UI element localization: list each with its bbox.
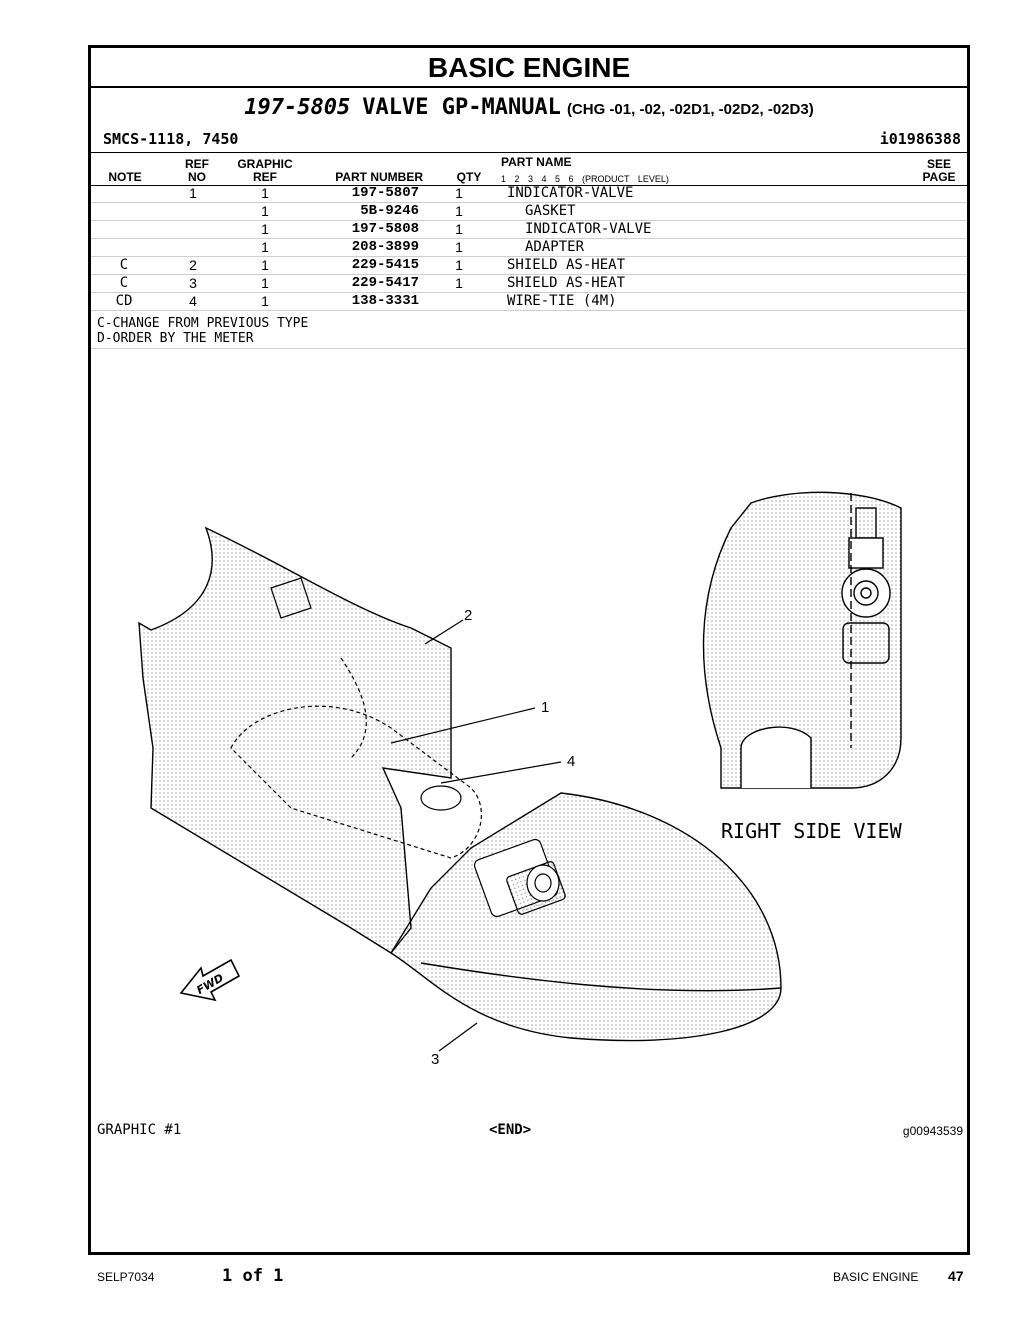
graphic-ref-cell: 1 <box>229 220 301 239</box>
qty-cell: 1 <box>419 202 499 221</box>
notes-block: C-CHANGE FROM PREVIOUS TYPE D-ORDER BY T… <box>97 316 308 346</box>
heat-shield-lower <box>390 792 782 1042</box>
note-line: C-CHANGE FROM PREVIOUS TYPE <box>97 316 309 331</box>
qty-cell: 1 <box>419 185 499 203</box>
ref-cell: 1 <box>157 185 229 203</box>
part-name-cell: INDICATOR-VALVE <box>499 220 967 239</box>
col-ref-bottom: NO <box>188 170 206 184</box>
valve-body <box>230 577 566 918</box>
part-name-cell: WIRE-TIE (4M) <box>499 292 967 311</box>
qty-cell <box>419 292 499 311</box>
group-change-list: (CHG -01, -02, -02D1, -02D2, -02D3) <box>566 101 814 118</box>
part-number-cell: 197-5807 <box>301 185 419 203</box>
part-number-cell: 5B-9246 <box>301 202 419 221</box>
part-number-cell: 229-5415 <box>301 256 419 275</box>
qty-cell: 1 <box>419 256 499 275</box>
part-number-cell: 229-5417 <box>301 274 419 293</box>
qty-cell: 1 <box>419 220 499 239</box>
col-note: NOTE <box>108 170 142 184</box>
note-cell: C <box>91 274 157 293</box>
callout-2: 2 <box>464 607 472 624</box>
leader-lines <box>390 619 562 1052</box>
part-name-cell: GASKET <box>499 202 967 221</box>
ref-cell <box>157 220 229 239</box>
part-name-cell: SHIELD AS-HEAT <box>499 256 967 275</box>
fwd-arrow: FWD <box>179 958 241 1002</box>
note-cell: C <box>91 256 157 275</box>
col-ref-top: REF <box>185 157 209 171</box>
col-part-number: PART NUMBER <box>335 170 423 184</box>
note-cell: CD <box>91 292 157 311</box>
col-product-level: 1 2 3 4 5 6 (PRODUCT LEVEL) <box>501 174 669 184</box>
part-number-cell: 197-5808 <box>301 220 419 239</box>
part-name-cell: ADAPTER <box>499 238 967 257</box>
part-name-cell: SHIELD AS-HEAT <box>499 274 967 293</box>
graphic-ref-cell: 1 <box>229 274 301 293</box>
group-part-number: 197-5805 <box>244 95 351 120</box>
qty-cell: 1 <box>419 238 499 257</box>
col-graphic-bottom: REF <box>253 170 277 184</box>
footer-section: BASIC ENGINE <box>833 1270 919 1284</box>
graphic-ref-cell: 1 <box>229 202 301 221</box>
note-line: D-ORDER BY THE METER <box>97 331 254 346</box>
notes-divider <box>91 348 967 349</box>
col-graphic-top: GRAPHIC <box>237 157 293 171</box>
ref-cell: 3 <box>157 274 229 293</box>
col-see-top: SEE <box>926 157 951 171</box>
col-part-name: PART NAME <box>501 155 572 169</box>
footer-doc-number: SELP7034 <box>97 1270 155 1284</box>
group-title: 197-5805 VALVE GP-MANUAL (CHG -01, -02, -0… <box>91 88 967 128</box>
graphic-ref-cell: 1 <box>229 256 301 275</box>
ref-cell: 4 <box>157 292 229 311</box>
ref-cell <box>157 202 229 221</box>
page-title: BASIC ENGINE <box>91 48 967 88</box>
graphic-ref-cell: 1 <box>229 292 301 311</box>
smcs-code: SMCS-1118, 7450 <box>103 130 239 148</box>
group-name: VALVE GP-MANUAL <box>362 95 561 120</box>
part-name-cell: INDICATOR-VALVE <box>499 185 967 203</box>
footer-page-of: 1 of 1 <box>222 1266 284 1286</box>
callout-4: 4 <box>567 753 575 770</box>
graphic-ref-cell: 1 <box>229 185 301 203</box>
parts-illustration: 2 1 4 3 FWD RIGHT SIDE VIEW <box>138 491 903 1068</box>
part-number-cell: 138-3331 <box>301 292 419 311</box>
callout-1: 1 <box>541 699 549 716</box>
ref-cell: 2 <box>157 256 229 275</box>
note-cell <box>91 185 157 203</box>
qty-cell: 1 <box>419 274 499 293</box>
graphic-id: g00943539 <box>902 1124 963 1138</box>
page-frame: BASIC ENGINE 197-5805 VALVE GP-MANUAL (CHG… <box>88 45 970 1255</box>
ref-cell <box>157 238 229 257</box>
col-qty: QTY <box>456 170 482 184</box>
part-number-cell: 208-3899 <box>301 238 419 257</box>
right-side-view-label: RIGHT SIDE VIEW <box>721 819 903 843</box>
callout-3: 3 <box>431 1051 439 1068</box>
right-side-view <box>702 491 902 789</box>
illustration-id: i01986388 <box>879 130 961 148</box>
note-cell <box>91 202 157 221</box>
note-cell <box>91 238 157 257</box>
header-divider <box>91 152 967 153</box>
graphic-label: GRAPHIC #1 <box>97 1122 182 1138</box>
footer-page-number: 47 <box>948 1268 964 1284</box>
end-marker: <END> <box>489 1122 532 1138</box>
graphic-ref-cell: 1 <box>229 238 301 257</box>
heat-shield-upper <box>138 526 452 954</box>
note-cell <box>91 220 157 239</box>
col-see-bottom: PAGE <box>922 170 956 184</box>
